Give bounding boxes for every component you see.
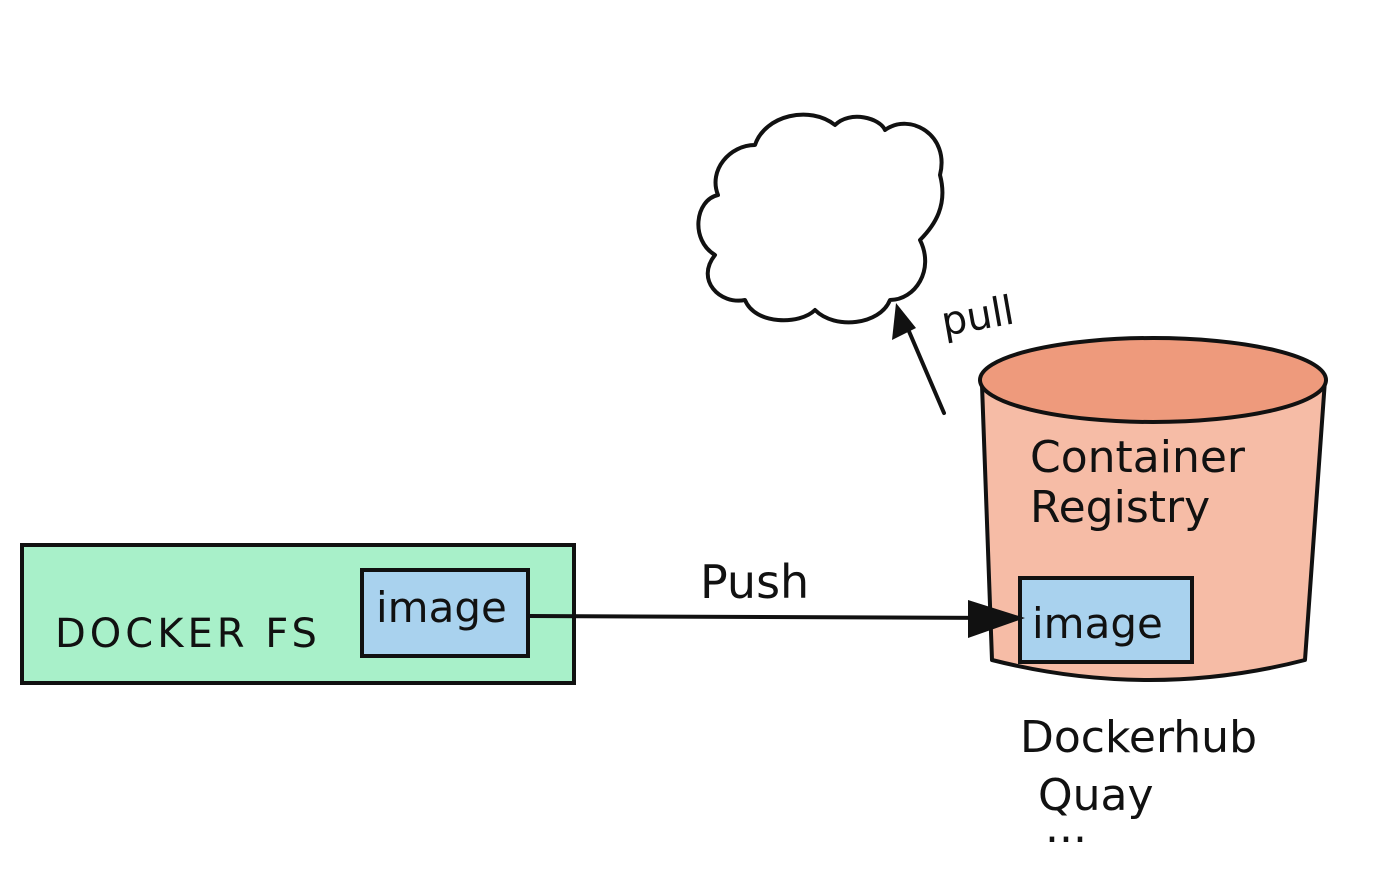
push-arrow-line	[528, 614, 1007, 620]
provider-quay: Quay	[1038, 770, 1154, 821]
provider-ellipsis: ...	[1045, 802, 1087, 853]
docker-fs-image-box	[360, 568, 530, 658]
registry-image-box	[1018, 576, 1194, 664]
provider-dockerhub: Dockerhub	[1020, 712, 1257, 763]
docker-fs-image-label: image	[376, 583, 507, 632]
cloud-shape	[696, 112, 945, 325]
pull-arrow-head	[892, 303, 916, 340]
pull-arrow	[892, 303, 946, 415]
registry-title-line2: Registry	[1030, 482, 1210, 533]
docker-fs: DOCKER FS image	[20, 543, 576, 685]
docker-fs-label: DOCKER FS	[55, 611, 321, 657]
registry-title-line1: Container	[1030, 432, 1246, 483]
registry-top	[978, 336, 1328, 424]
push-arrow-head	[968, 600, 1025, 638]
push-label: Push	[700, 555, 809, 609]
pull-label: pull	[938, 288, 1018, 346]
cloud-outline	[696, 112, 945, 325]
push-arrow	[528, 600, 1025, 638]
registry-image-label: image	[1032, 599, 1163, 648]
container-registry: Container Registry image	[978, 336, 1328, 682]
